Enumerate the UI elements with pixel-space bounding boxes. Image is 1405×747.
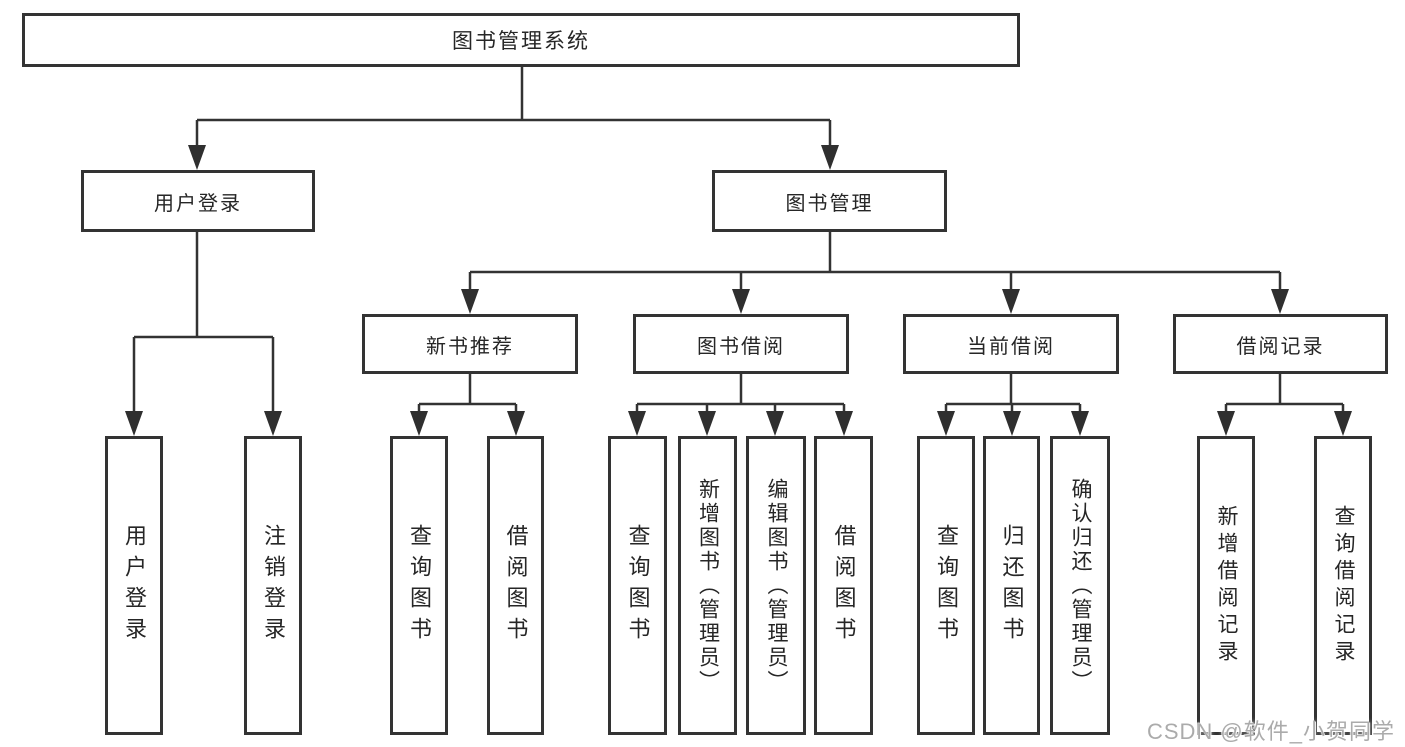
connector-bookborrow-to-leaves: [635, 374, 846, 412]
connector-records-to-leaves: [1224, 374, 1345, 412]
node-book-management: 图书管理: [712, 170, 947, 232]
leaf-confirm-return-admin: 确认归还（管理员）: [1050, 436, 1110, 735]
connector-root-to-level2: [195, 67, 832, 147]
leaf-query-books-current: 查询图书: [917, 436, 975, 735]
leaf-logout: 注销登录: [244, 436, 302, 735]
node-user-login: 用户登录: [81, 170, 315, 232]
leaf-add-borrow-record: 新增借阅记录: [1197, 436, 1255, 735]
leaf-return-books: 归还图书: [983, 436, 1040, 735]
connector-newbook-to-leaves: [417, 374, 518, 412]
node-borrow-records: 借阅记录: [1173, 314, 1388, 374]
leaf-query-books-recommend: 查询图书: [390, 436, 448, 735]
leaf-add-books-admin: 新增图书（管理员）: [678, 436, 737, 735]
leaf-query-books-borrowing: 查询图书: [608, 436, 667, 735]
connector-userlogin-to-leaves: [132, 232, 275, 412]
leaf-borrow-books-borrowing: 借阅图书: [814, 436, 873, 735]
leaf-query-borrow-record: 查询借阅记录: [1314, 436, 1372, 735]
connector-bookmgmt-to-level3: [468, 232, 1282, 290]
arrowheads: [125, 145, 1352, 436]
csdn-watermark: CSDN @软件_小贺同学: [1146, 719, 1395, 744]
connector-currentborrow-to-leaves: [944, 374, 1082, 412]
leaf-user-login: 用户登录: [105, 436, 163, 735]
node-root-system: 图书管理系统: [22, 13, 1020, 67]
node-new-book-recommend: 新书推荐: [362, 314, 578, 374]
node-book-borrowing: 图书借阅: [633, 314, 849, 374]
leaf-edit-books-admin: 编辑图书（管理员）: [746, 436, 806, 735]
node-current-borrowing: 当前借阅: [903, 314, 1119, 374]
leaf-borrow-books-recommend: 借阅图书: [487, 436, 544, 735]
